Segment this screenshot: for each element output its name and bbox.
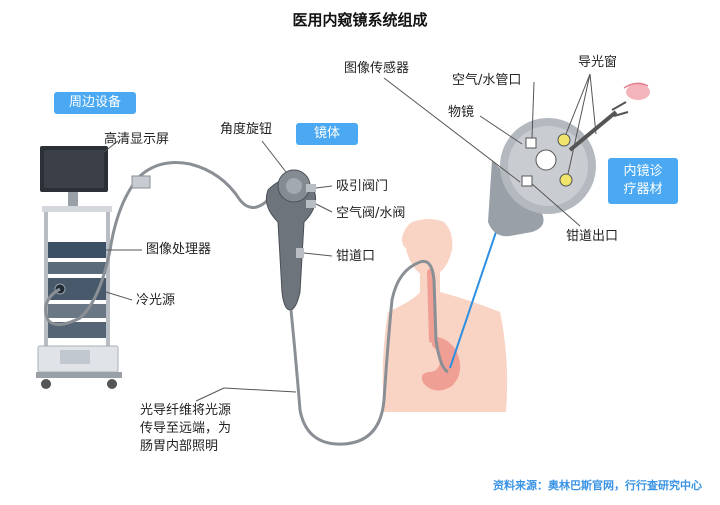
wheel-left [41, 379, 51, 389]
source-note: 资料来源：奥林巴斯官网，行行查研究中心 [493, 479, 702, 492]
label-image-processor: 图像处理器 [146, 242, 212, 257]
suction-valve-part [306, 184, 316, 192]
unit-4 [48, 304, 106, 318]
tissue-strand [623, 82, 649, 89]
label-image-sensor: 图像传感器 [344, 61, 410, 76]
instrument-tip [611, 101, 629, 117]
label-objective-lens: 物镜 [448, 105, 475, 120]
probe-line [449, 231, 497, 369]
cart-feet [36, 372, 122, 378]
human-body [382, 219, 508, 412]
instrument-shaft [568, 110, 618, 152]
therapy-badge: 内镜诊 疗器材 [608, 158, 678, 204]
air-water-valve-part [306, 200, 316, 208]
cart-post-right [106, 206, 110, 376]
label-light-guide-window: 导光窗 [578, 55, 618, 70]
umbilical-cable [44, 161, 270, 326]
label-air-water-nozzle: 空气/水管口 [452, 73, 522, 88]
body-silhouette [382, 219, 508, 412]
angle-knob-inner [286, 178, 302, 194]
label-suction-valve: 吸引阀门 [336, 179, 389, 194]
cart-top-shelf [42, 206, 112, 212]
nozzle-part [525, 137, 537, 149]
label-fiber-note: 光导纤维将光源 传导至远端，为 肠胃内部照明 [140, 403, 232, 454]
forceps-port-part [296, 248, 304, 258]
wheel-right [107, 379, 117, 389]
unit-2 [48, 262, 106, 274]
light-window-1 [557, 133, 571, 147]
monitor-screen [44, 150, 104, 188]
label-hd-display: 高清显示屏 [104, 132, 170, 147]
distal-tip [488, 82, 650, 237]
monitor-stand [68, 192, 78, 206]
page-title: 医用内窥镜系统组成 [292, 11, 428, 29]
cart-base-unit [60, 350, 90, 364]
label-forceps-port: 钳道口 [336, 249, 376, 264]
image-processor-unit [48, 242, 106, 258]
scope-handle [265, 169, 317, 311]
peripheral-badge: 周边设备 [54, 92, 136, 114]
equipment-cart [36, 146, 122, 389]
label-cold-light-source: 冷光源 [136, 293, 176, 308]
connector [131, 175, 151, 189]
cart-post-left [44, 206, 48, 376]
esophagus [427, 269, 435, 343]
unit-5 [48, 322, 106, 338]
light-window-2 [559, 173, 573, 187]
forceps-outlet-part [521, 175, 533, 187]
label-air-water-valve: 空气阀/水阀 [336, 206, 406, 221]
tissue-target [626, 84, 650, 100]
scope-body-badge: 镜体 [296, 123, 358, 145]
objective-lens-part [535, 149, 557, 171]
insertion-tube [289, 259, 449, 446]
light-source-unit [48, 278, 106, 300]
label-angle-knob: 角度旋钮 [220, 122, 273, 137]
label-forceps-outlet: 钳道出口 [566, 229, 619, 244]
leader-lines [103, 73, 597, 402]
